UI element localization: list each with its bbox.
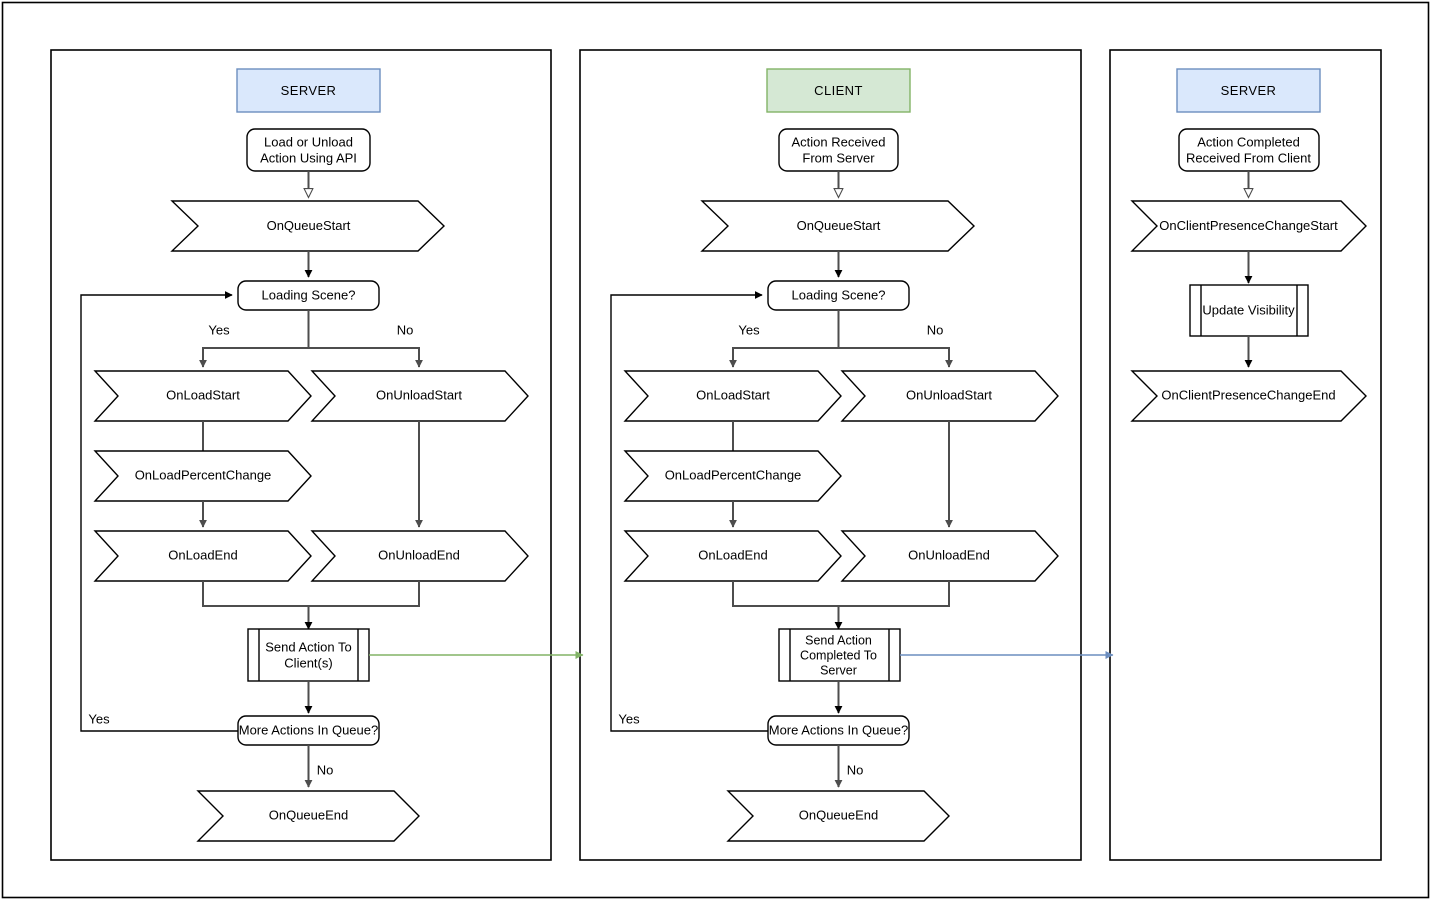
panel-header-box-server-right — [1176, 68, 1321, 113]
label-no-morequeue-sl: No — [317, 762, 334, 777]
node-onunloadend-client[interactable] — [840, 530, 1059, 582]
node-onqueueend-server-left[interactable] — [196, 790, 420, 842]
node-onloadpercentchange-server-left[interactable] — [93, 450, 312, 502]
node-send-completed-line1: Send Action — [805, 633, 872, 647]
node-onloadend-server-left[interactable] — [93, 530, 312, 582]
node-onloadpercentchange-client-label: OnLoadPercentChange — [665, 467, 802, 482]
node-onunloadstart-client[interactable] — [840, 370, 1059, 422]
node-onloadstart-server-left-label: OnLoadStart — [166, 387, 240, 402]
panel-client: CLIENT Action Received From Server OnQue… — [610, 68, 1059, 842]
edge-merge-ends-cl — [732, 581, 950, 607]
node-onloadend-client-label: OnLoadEnd — [698, 547, 767, 562]
edge-loopback-yes-cl — [610, 291, 768, 732]
node-onloadpercentchange-server-left-label: OnLoadPercentChange — [135, 467, 272, 482]
label-no-morequeue-cl: No — [847, 762, 864, 777]
node-onqueuestart-server-left[interactable] — [170, 200, 446, 252]
label-loop-yes-sl: Yes — [88, 711, 110, 726]
label-loop-yes-cl: Yes — [618, 711, 640, 726]
node-send-completed-line2: Completed To — [800, 648, 877, 662]
label-yes-loading-cl: Yes — [738, 322, 760, 337]
panel-header-box-server-left — [236, 68, 381, 113]
node-send-action-to-clients-line2: Client(s) — [284, 655, 332, 670]
node-send-action-to-clients-line1: Send Action To — [265, 639, 352, 654]
edge-loading-yes-cl — [733, 310, 840, 367]
node-onloadpercentchange-client[interactable] — [623, 450, 842, 502]
node-start-server-left-line2: Action Using API — [260, 150, 357, 165]
node-start-server-right-line2: Received From Client — [1186, 150, 1311, 165]
node-onloadend-server-left-label: OnLoadEnd — [168, 547, 237, 562]
panel-server-right: SERVER Action Completed Received From Cl… — [1130, 68, 1367, 422]
node-onclientpresencechangestart[interactable] — [1130, 200, 1367, 252]
node-onunloadend-server-left[interactable] — [310, 530, 529, 582]
panel-server-left: SERVER Load or Unload Action Using API O… — [80, 68, 529, 842]
node-onunloadend-server-left-label: OnUnloadEnd — [378, 547, 460, 562]
panel-header-box-client — [766, 68, 911, 113]
label-no-loading-sl: No — [397, 322, 414, 337]
node-send-completed-line3: Server — [820, 663, 857, 677]
node-update-visibility-box — [1189, 284, 1309, 337]
panel-server-right-frame — [1109, 49, 1382, 861]
edge-loading-yes-sl — [203, 310, 310, 367]
panel-header-label-server-right: SERVER — [1221, 83, 1277, 98]
node-update-visibility-label: Update Visibility — [1202, 302, 1295, 317]
node-send-action-to-clients-box — [247, 628, 370, 682]
node-onqueuestart-client-label: OnQueueStart — [797, 218, 881, 233]
panel-header-label-client: CLIENT — [814, 83, 863, 98]
node-start-client-line1: Action Received — [792, 134, 886, 149]
node-send-action-to-clients[interactable] — [247, 628, 370, 682]
node-onunloadstart-client-label: OnUnloadStart — [906, 387, 992, 402]
node-start-server-left-line1: Load or Unload — [264, 134, 353, 149]
node-start-client-line2: From Server — [802, 150, 875, 165]
node-onclientpresencechangeend[interactable] — [1130, 370, 1367, 422]
panel-header-label-server-left: SERVER — [281, 83, 337, 98]
node-onclientpresencechangeend-label: OnClientPresenceChangeEnd — [1161, 387, 1335, 402]
node-onunloadend-client-label: OnUnloadEnd — [908, 547, 990, 562]
node-loading-scene-client-label: Loading Scene? — [792, 287, 886, 302]
label-no-loading-cl: No — [927, 322, 944, 337]
node-more-actions-server-left-label: More Actions In Queue? — [239, 722, 378, 737]
node-send-completed-box — [778, 628, 901, 682]
node-onunloadstart-server-left-label: OnUnloadStart — [376, 387, 462, 402]
node-onqueuestart-server-left-label: OnQueueStart — [267, 218, 351, 233]
node-onqueueend-client-label: OnQueueEnd — [799, 807, 879, 822]
node-onclientpresencechangestart-label: OnClientPresenceChangeStart — [1159, 218, 1338, 233]
node-onunloadstart-server-left[interactable] — [310, 370, 529, 422]
node-onloadstart-server-left[interactable] — [93, 370, 312, 422]
node-start-server-right-line1: Action Completed — [1197, 134, 1300, 149]
node-onqueuestart-client[interactable] — [700, 200, 976, 252]
node-send-action-completed-to-server[interactable] — [778, 628, 901, 682]
node-onloadstart-client-label: OnLoadStart — [696, 387, 770, 402]
node-onqueueend-server-left-label: OnQueueEnd — [269, 807, 349, 822]
edge-loading-no-sl — [308, 347, 423, 368]
node-loading-scene-server-left-label: Loading Scene? — [262, 287, 356, 302]
node-onqueueend-client[interactable] — [726, 790, 950, 842]
edge-loopback-yes-sl — [80, 291, 238, 732]
node-update-visibility[interactable] — [1189, 284, 1309, 337]
node-onloadstart-client[interactable] — [623, 370, 842, 422]
node-more-actions-client-label: More Actions In Queue? — [769, 722, 908, 737]
label-yes-loading-sl: Yes — [208, 322, 230, 337]
edge-loading-no-cl — [838, 347, 953, 368]
node-onloadend-client[interactable] — [623, 530, 842, 582]
edge-merge-ends-sl — [202, 581, 420, 607]
